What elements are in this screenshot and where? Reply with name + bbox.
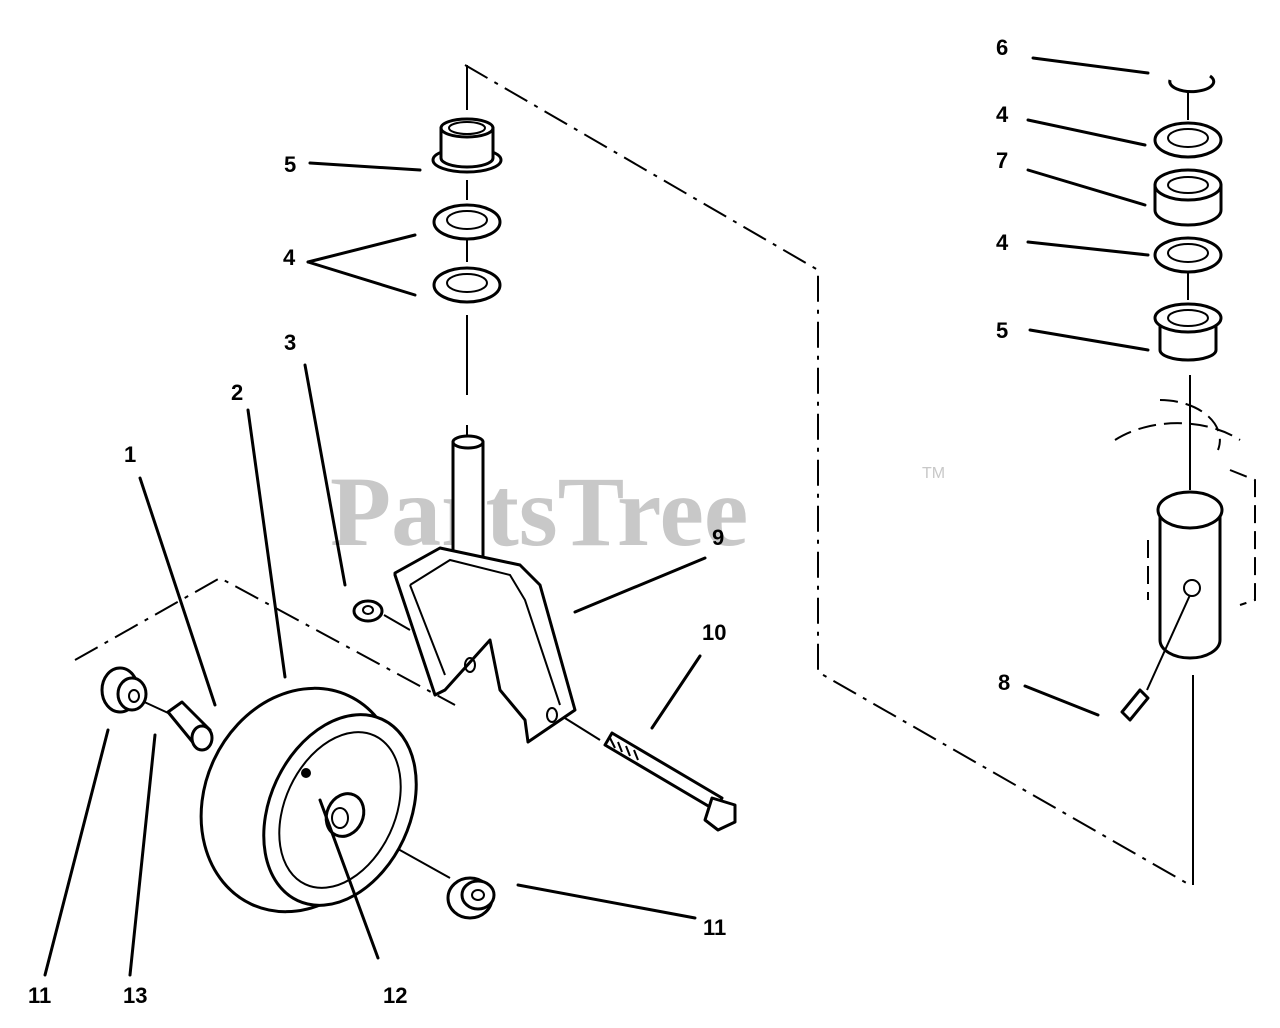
callout-10: 10 xyxy=(702,620,726,645)
retaining-ring-6 xyxy=(1168,74,1216,94)
callout-5-left: 5 xyxy=(284,152,296,177)
callout-2: 2 xyxy=(231,380,243,405)
watermark-text: PartsTree xyxy=(330,456,748,567)
callout-11-right: 11 xyxy=(703,915,726,940)
thrust-washers-4 xyxy=(432,203,502,304)
washer-4-right-bottom xyxy=(1153,236,1223,274)
bolt-10 xyxy=(603,731,737,832)
nut-3 xyxy=(352,599,411,631)
callout-5-right: 5 xyxy=(996,318,1008,343)
wheel-2 xyxy=(199,686,418,914)
callout-3: 3 xyxy=(284,330,296,355)
callout-labels: 5 4 3 2 1 9 10 11 13 12 11 6 4 7 4 5 8 xyxy=(28,35,1010,1008)
phantom-lines xyxy=(74,64,1191,886)
callout-1: 1 xyxy=(124,442,136,467)
leader-lines xyxy=(43,56,1150,977)
callout-4-left: 4 xyxy=(283,245,296,270)
bearing-11-left xyxy=(100,666,148,714)
spacer-13 xyxy=(166,700,214,752)
bearing-7 xyxy=(1153,168,1223,227)
washer-4-right-top xyxy=(1153,121,1223,159)
callout-4-right-bottom: 4 xyxy=(996,230,1009,255)
callout-11-left: 11 xyxy=(28,983,51,1008)
caster-fork-9 xyxy=(393,434,577,744)
watermark-trademark: TM xyxy=(922,465,945,482)
callout-7: 7 xyxy=(996,148,1008,173)
grease-fitting-8 xyxy=(1120,594,1191,722)
caster-housing xyxy=(1114,399,1256,660)
callout-8: 8 xyxy=(998,670,1010,695)
callout-4-right-top: 4 xyxy=(996,102,1009,127)
callout-13: 13 xyxy=(123,983,147,1008)
callout-12: 12 xyxy=(383,983,407,1008)
bearing-11-right xyxy=(446,876,496,920)
callout-6: 6 xyxy=(996,35,1008,60)
flange-bushing-5-right xyxy=(1153,302,1223,362)
flange-bushing-5 xyxy=(431,117,503,174)
callout-9: 9 xyxy=(712,525,724,550)
